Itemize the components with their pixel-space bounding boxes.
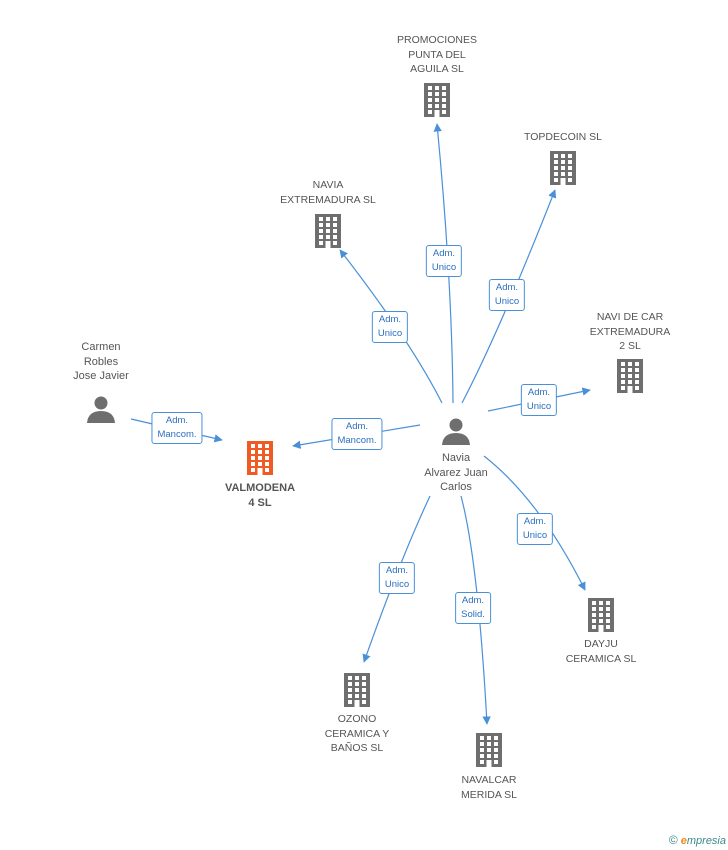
edge-navia-to-navalcar — [460, 495, 491, 725]
edge-label-navia-to-ozono[interactable]: Adm. Unico — [378, 562, 416, 594]
edge-label-navia-to-topdecoin[interactable]: Adm. Unico — [488, 279, 526, 311]
edge-label-navia-to-promociones[interactable]: Adm. Unico — [425, 245, 463, 277]
edge-label-navia-to-navalcar[interactable]: Adm. Solid. — [455, 592, 491, 624]
node-label-ozono[interactable]: OZONO CERAMICA Y BAÑOS SL — [324, 713, 390, 754]
person-icon-carmen[interactable] — [87, 396, 115, 424]
edge-label-carmen-to-valmodena[interactable]: Adm. Mancom. — [151, 412, 203, 444]
building-icon-valmodena[interactable] — [247, 441, 273, 475]
edge-label-navia-to-valmodena[interactable]: Adm. Mancom. — [331, 418, 383, 450]
building-icon-navalcar[interactable] — [476, 733, 502, 767]
person-icon-navia[interactable] — [442, 418, 470, 446]
edge-label-navia-to-dayju[interactable]: Adm. Unico — [516, 513, 554, 545]
copyright-symbol: © — [668, 833, 678, 847]
building-icon-promociones[interactable] — [424, 83, 450, 117]
building-icon-topdecoin[interactable] — [550, 151, 576, 185]
node-label-valmodena[interactable]: VALMODENA 4 SL — [224, 482, 296, 509]
node-label-dayju[interactable]: DAYJU CERAMICA SL — [565, 638, 637, 665]
brand-name: mpresia — [686, 835, 726, 847]
brand-initial: e — [680, 835, 687, 847]
node-label-navi_de_car[interactable]: NAVI DE CAR EXTREMADURA 2 SL — [589, 311, 671, 352]
edge-navia-to-dayju — [483, 455, 586, 591]
node-label-navia_ext[interactable]: NAVIA EXTREMADURA SL — [280, 179, 376, 206]
footer-brand: © empresia — [669, 833, 726, 847]
building-icon-navi_de_car[interactable] — [617, 359, 643, 393]
building-icon-ozono[interactable] — [344, 673, 370, 707]
edge-navia-to-topdecoin — [461, 189, 557, 404]
edge-label-navia-to-navi_de_car[interactable]: Adm. Unico — [520, 384, 558, 416]
node-label-navia[interactable]: Navia Alvarez Juan Carlos — [424, 452, 488, 493]
node-label-carmen[interactable]: Carmen Robles Jose Javier — [73, 341, 129, 382]
node-label-topdecoin[interactable]: TOPDECOIN SL — [524, 131, 602, 143]
node-label-navalcar[interactable]: NAVALCAR MERIDA SL — [460, 774, 518, 801]
building-icon-dayju[interactable] — [588, 598, 614, 632]
node-label-promociones[interactable]: PROMOCIONES PUNTA DEL AGUILA SL — [397, 34, 477, 75]
edge-label-navia-to-navia_ext[interactable]: Adm. Unico — [371, 311, 409, 343]
building-icon-navia_ext[interactable] — [315, 214, 341, 248]
